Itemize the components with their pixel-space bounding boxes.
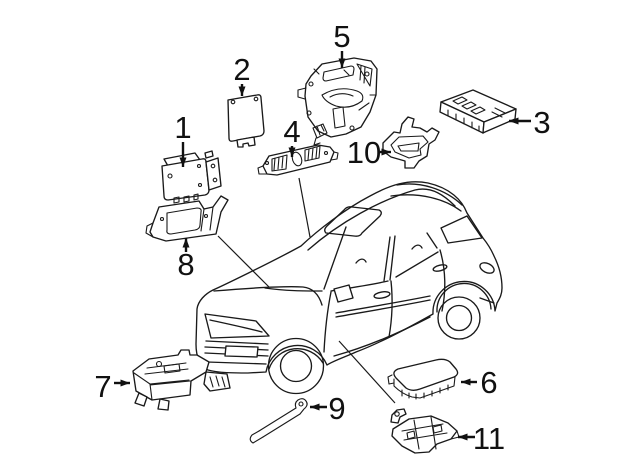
- callout-8: 8: [177, 238, 195, 282]
- sunroof: [324, 206, 382, 237]
- callout-11: 11: [458, 421, 505, 456]
- callout-2: 2: [233, 52, 251, 96]
- rear-bumper-crease: [479, 297, 495, 304]
- tail-lamp: [479, 262, 495, 274]
- rear-door-handle: [432, 264, 448, 272]
- part-8-illustration: [145, 195, 229, 242]
- b-pillar-line: [383, 236, 391, 282]
- roof-rail: [396, 183, 463, 206]
- window-top-line: [307, 188, 456, 251]
- rocker-line: [333, 316, 431, 357]
- part-6-illustration: [387, 358, 459, 400]
- leader-line-part4-roof: [298, 177, 311, 238]
- front-wheel-rim: [279, 349, 313, 383]
- part-2-illustration: [227, 94, 265, 148]
- callout-9: 9: [310, 391, 346, 426]
- cowl-line: [264, 287, 323, 292]
- front-door-rear-edge: [388, 280, 393, 338]
- beltline-rear: [395, 251, 439, 278]
- callout-5: 5: [333, 19, 351, 68]
- callout-11-number: 11: [473, 421, 505, 456]
- part-10-illustration: [382, 116, 440, 169]
- rear-wheel: [437, 296, 481, 340]
- headlight-inner: [209, 319, 263, 333]
- c-pillar-line: [426, 232, 438, 249]
- far-a-pillar: [323, 226, 347, 290]
- callout-10: 10: [347, 135, 391, 170]
- callout-8-number: 8: [177, 247, 194, 282]
- headrest-rear: [411, 244, 423, 250]
- front-door-edge: [323, 291, 332, 353]
- callout-7: 7: [94, 369, 130, 404]
- part-4-illustration: [257, 144, 339, 176]
- part-3-illustration: [439, 89, 517, 134]
- part-1-illustration: [161, 150, 222, 204]
- callout-9-number: 9: [328, 391, 345, 426]
- rear-door-edge: [439, 249, 446, 312]
- bumper-crease: [206, 361, 267, 365]
- quarter-window: [440, 215, 483, 244]
- headrest-front: [355, 258, 367, 264]
- roof-band-line: [390, 194, 462, 212]
- vehicle-illustration: [195, 181, 503, 395]
- callout-2-number: 2: [233, 52, 250, 87]
- callout-3: 3: [509, 105, 551, 140]
- callout-4: 4: [283, 114, 301, 157]
- callout-5-number: 5: [333, 19, 350, 54]
- front-door-handle: [373, 291, 391, 299]
- callout-7-number: 7: [94, 369, 111, 404]
- hood-crease: [213, 286, 323, 306]
- part-7-illustration: [132, 349, 231, 411]
- callout-3-number: 3: [533, 105, 550, 140]
- vehicle-body-outline: [195, 181, 503, 374]
- grille-slat: [205, 340, 269, 345]
- side-molding: [335, 295, 431, 314]
- callout-1-number: 1: [174, 110, 191, 145]
- callout-10-number: 10: [347, 135, 381, 170]
- part-5-illustration: [297, 57, 378, 146]
- front-wheel: [267, 337, 325, 395]
- leader-line-part8-cowl: [217, 235, 270, 288]
- rear-wheel-rim: [445, 304, 473, 332]
- side-mirror: [333, 284, 354, 303]
- callout-1: 1: [174, 110, 192, 167]
- callout-4-number: 4: [283, 114, 300, 149]
- leader-line-door-sill: [338, 340, 396, 404]
- part-11-illustration: [390, 408, 460, 454]
- headlight: [204, 313, 270, 339]
- fog-light: [224, 345, 259, 358]
- callout-6-number: 6: [480, 365, 497, 400]
- side-molding2: [335, 299, 431, 318]
- b-pillar-line2: [389, 235, 396, 281]
- rear-arch-inner: [436, 282, 492, 313]
- front-arch-inner: [268, 347, 324, 370]
- callout-6: 6: [461, 365, 498, 400]
- part-9-illustration: [249, 398, 308, 444]
